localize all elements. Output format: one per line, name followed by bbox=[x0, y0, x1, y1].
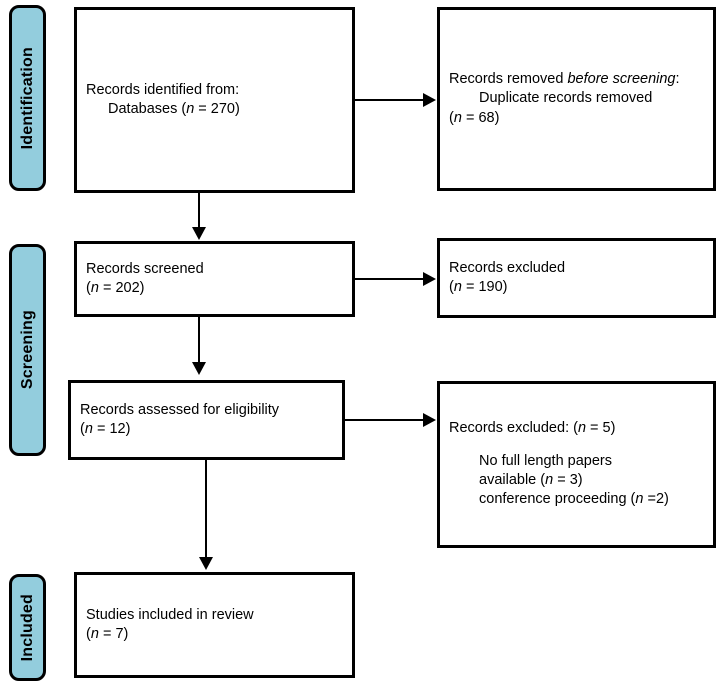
records-excluded-screening-line2-open: ( bbox=[449, 279, 454, 295]
records-removed-before-screening-italic: before screening bbox=[567, 71, 676, 88]
excluded-eligibility-line3a: available ( bbox=[479, 472, 546, 488]
included-n-italic: n bbox=[90, 626, 99, 642]
connector-identified-to-screened bbox=[198, 193, 200, 230]
records-screened-line2-end: = 202) bbox=[98, 280, 145, 296]
excluded-eligibility-n-italic-3: n bbox=[635, 491, 644, 508]
box-records-excluded-screening: Records excluded (n = 190) bbox=[437, 238, 716, 318]
eligibility-line1: Records assessed for eligibility bbox=[80, 401, 280, 418]
records-removed-line2: Duplicate records removed bbox=[479, 90, 653, 107]
records-screened-line2-open: ( bbox=[86, 280, 91, 296]
connector-screened-to-eligibility bbox=[198, 317, 200, 365]
records-excluded-screening-line2-end: = 190) bbox=[461, 279, 508, 295]
eligibility-line2-open: ( bbox=[80, 421, 85, 437]
excluded-eligibility-n-italic-2: n bbox=[545, 472, 554, 488]
records-screened-n-italic: n bbox=[90, 280, 99, 296]
stage-label-included: Included bbox=[18, 593, 36, 662]
stage-bar-screening: Screening bbox=[9, 244, 46, 456]
connector-identified-to-removed bbox=[355, 99, 425, 101]
excluded-eligibility-line4a: conference proceeding ( bbox=[479, 491, 636, 508]
connector-screened-to-excluded bbox=[355, 278, 425, 280]
eligibility-n-italic: n bbox=[84, 421, 93, 437]
records-removed-n-italic: n bbox=[453, 109, 462, 126]
included-line2-end: = 7) bbox=[98, 626, 129, 642]
records-identified-line1: Records identified from: bbox=[86, 81, 240, 98]
arrowhead-identified-to-screened bbox=[192, 227, 206, 240]
box-records-excluded-eligibility: Records excluded: (n = 5)No full length … bbox=[437, 381, 716, 548]
box-records-removed-before-screening: Records removed before screening: Duplica… bbox=[437, 7, 716, 191]
box-studies-included: Studies included in review (n = 7) bbox=[74, 572, 355, 678]
records-removed-line1b: : bbox=[675, 71, 680, 88]
box-records-screened: Records screened (n = 202) bbox=[74, 241, 355, 317]
excluded-eligibility-line1b: = 5) bbox=[586, 420, 616, 437]
records-identified-line2: Databases ( bbox=[108, 101, 187, 117]
excluded-eligibility-n-italic: n bbox=[577, 420, 587, 437]
arrowhead-screened-to-eligibility bbox=[192, 362, 206, 375]
arrowhead-screened-to-excluded bbox=[423, 272, 436, 286]
paragraph-gap bbox=[449, 439, 669, 452]
included-line1: Studies included in review bbox=[86, 606, 254, 623]
box-records-excluded-eligibility-text: Records excluded: (n = 5)No full length … bbox=[440, 419, 678, 509]
arrowhead-identified-to-removed bbox=[423, 93, 436, 107]
included-line2-open: ( bbox=[86, 626, 91, 642]
records-identified-line2-end: = 270) bbox=[194, 101, 240, 117]
box-records-screened-text: Records screened (n = 202) bbox=[77, 260, 213, 299]
stage-bar-identification: Identification bbox=[9, 5, 46, 191]
records-removed-line1a: Records removed bbox=[449, 71, 568, 88]
box-records-excluded-screening-text: Records excluded (n = 190) bbox=[440, 259, 574, 298]
stage-label-screening: Screening bbox=[18, 310, 36, 390]
eligibility-line2-end: = 12) bbox=[92, 421, 131, 437]
records-removed-line3-end: = 68) bbox=[461, 109, 500, 126]
excluded-eligibility-line3b: = 3) bbox=[553, 472, 583, 488]
box-records-assessed-eligibility: Records assessed for eligibility (n = 12) bbox=[68, 380, 345, 460]
box-records-identified-text: Records identified from: Databases (n = 2… bbox=[77, 81, 249, 120]
records-identified-n-italic: n bbox=[186, 101, 195, 117]
records-screened-line1: Records screened bbox=[86, 260, 204, 277]
records-excluded-screening-n-italic: n bbox=[453, 279, 462, 295]
records-excluded-screening-line1: Records excluded bbox=[449, 259, 566, 276]
box-records-identified: Records identified from: Databases (n = 2… bbox=[74, 7, 355, 193]
records-removed-line3-open: ( bbox=[449, 109, 454, 126]
box-records-removed-text: Records removed before screening: Duplica… bbox=[440, 70, 689, 128]
excluded-eligibility-line2: No full length papers bbox=[479, 452, 612, 469]
connector-eligibility-to-included bbox=[205, 460, 207, 560]
connector-eligibility-to-excluded bbox=[345, 419, 425, 421]
excluded-eligibility-line1a: Records excluded: ( bbox=[449, 420, 578, 437]
box-studies-included-text: Studies included in review (n = 7) bbox=[77, 606, 263, 645]
stage-label-identification: Identification bbox=[18, 46, 36, 150]
excluded-eligibility-line4b: =2) bbox=[643, 491, 669, 508]
arrowhead-eligibility-to-excluded bbox=[423, 413, 436, 427]
box-records-assessed-eligibility-text: Records assessed for eligibility (n = 12) bbox=[71, 401, 288, 440]
arrowhead-eligibility-to-included bbox=[199, 557, 213, 570]
stage-bar-included: Included bbox=[9, 574, 46, 681]
